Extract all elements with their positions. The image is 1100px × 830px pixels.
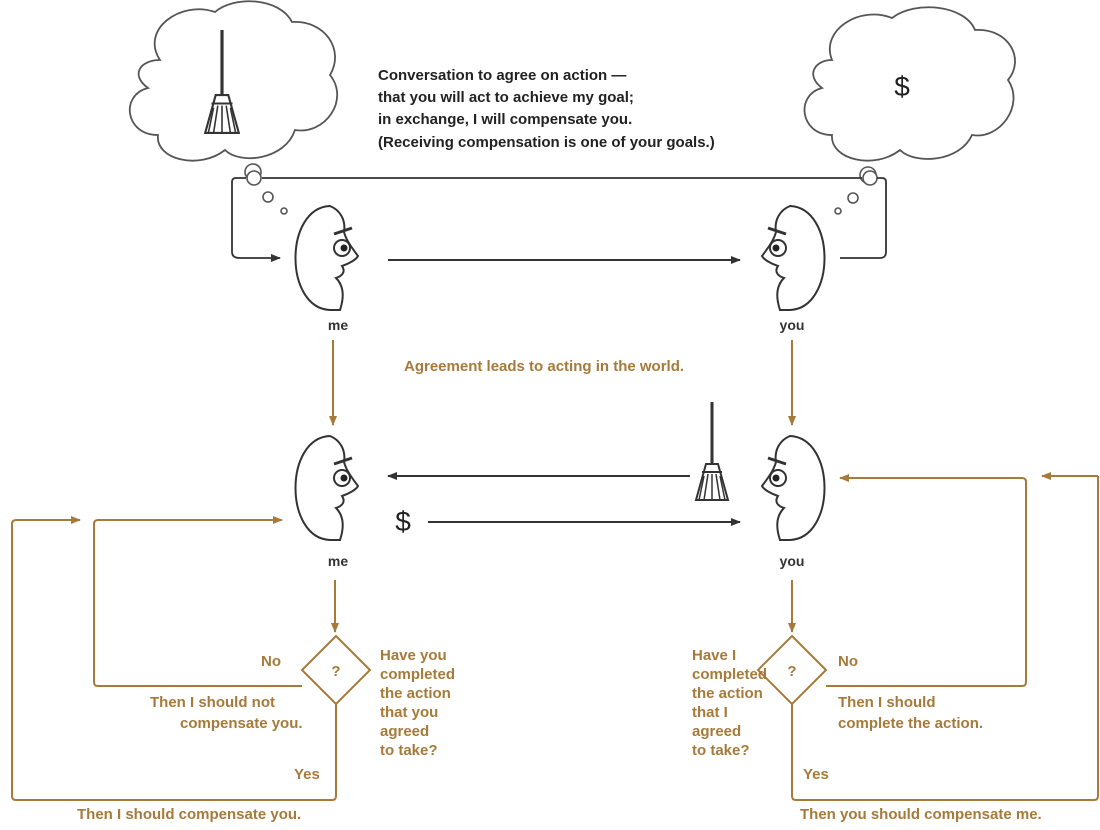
- face-profile-icon: [760, 434, 826, 542]
- question-mark: ?: [331, 663, 340, 680]
- right-thought-cloud: $: [803, 6, 1016, 215]
- decision-diamond-icon: ?: [300, 634, 372, 706]
- conversation-caption: Conversation to agree on action — that y…: [378, 67, 715, 151]
- left-question-line: that you: [380, 704, 438, 721]
- decision-diamond-icon: ?: [756, 634, 828, 706]
- conversation-line-4: (Receiving compensation is one of your g…: [378, 134, 715, 151]
- right-yes-text: Then you should compensate me.: [800, 806, 1042, 823]
- right-no-label: No: [838, 653, 858, 670]
- left-question-line: completed: [380, 666, 455, 683]
- question-mark: ?: [787, 663, 796, 680]
- face-label-you-top: you: [780, 317, 805, 333]
- thought-bubble-dot: [834, 207, 842, 215]
- left-no-text-2: compensate you.: [180, 715, 303, 732]
- conversation-line-2: that you will act to achieve my goal;: [378, 89, 634, 106]
- left-no-loop: [93, 516, 302, 687]
- agreement-caption: Agreement leads to acting in the world.: [404, 358, 684, 375]
- left-yes-label: Yes: [294, 766, 320, 783]
- right-question-line: the action: [692, 685, 763, 702]
- left-yes-loop: [11, 516, 337, 801]
- right-no-text-2: complete the action.: [838, 715, 983, 732]
- left-no-text-1: Then I should not: [150, 694, 275, 711]
- face-profile-icon: [760, 204, 826, 312]
- left-yes-text: Then I should compensate you.: [77, 806, 301, 823]
- conversation-bracket-left: [231, 177, 281, 262]
- face-profile-icon: [294, 434, 360, 542]
- right-decision-question: Have I completed the action that I agree…: [692, 647, 767, 759]
- right-question-line: completed: [692, 666, 767, 683]
- right-question-line: Have I: [692, 647, 736, 664]
- broom-icon: [694, 400, 730, 502]
- right-yes-label: Yes: [803, 766, 829, 783]
- conversation-bracket-right: [840, 177, 887, 259]
- conversation-line-1: Conversation to agree on action —: [378, 67, 626, 84]
- right-question-line: agreed: [692, 723, 741, 740]
- right-no-loop: [826, 474, 1027, 687]
- thought-bubble-dot: [262, 191, 274, 203]
- conversation-line-3: in exchange, I will compensate you.: [378, 111, 632, 128]
- thought-bubble-dot: [862, 170, 878, 186]
- left-question-line: to take?: [380, 742, 438, 759]
- face-label-me-bottom: me: [328, 553, 348, 569]
- left-question-line: agreed: [380, 723, 429, 740]
- left-thought-cloud: [128, 0, 339, 215]
- right-yes-loop: [791, 476, 1099, 801]
- face-label-you-bottom: you: [780, 553, 805, 569]
- right-no-text-1: Then I should: [838, 694, 936, 711]
- right-question-line: to take?: [692, 742, 750, 759]
- left-question-line: the action: [380, 685, 451, 702]
- dollar-sign-icon: $: [395, 506, 411, 537]
- thought-bubble-dot: [280, 207, 288, 215]
- thought-bubble-dot: [847, 192, 859, 204]
- left-decision-question: Have you completed the action that you a…: [380, 647, 455, 759]
- dollar-sign-icon: $: [894, 71, 910, 102]
- face-label-me-top: me: [328, 317, 348, 333]
- thought-bubble-dot: [246, 170, 262, 186]
- left-question-line: Have you: [380, 647, 447, 664]
- left-no-label: No: [261, 653, 281, 670]
- face-profile-icon: [294, 204, 360, 312]
- right-question-line: that I: [692, 704, 728, 721]
